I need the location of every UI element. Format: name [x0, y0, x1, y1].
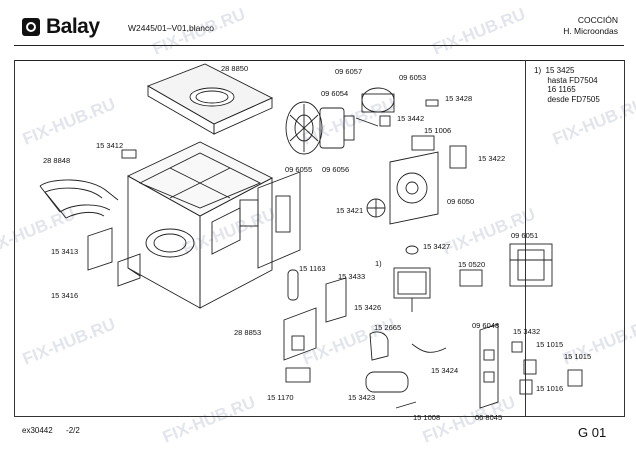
label-153432: 15 3432 [513, 327, 540, 336]
label-288848: 28 8848 [43, 156, 70, 165]
category-line-1: COCCIÓN [577, 15, 618, 25]
label-153416: 15 3416 [51, 291, 78, 300]
label-153428: 15 3428 [445, 94, 472, 103]
bracket-153412 [121, 149, 137, 159]
label-153421: 15 3421 [336, 206, 363, 215]
label-096050: 09 6050 [447, 197, 474, 206]
label-096056: 09 6056 [322, 165, 349, 174]
label-153412: 15 3412 [96, 141, 123, 150]
magnetron [393, 267, 431, 312]
label-151008: 15 1008 [413, 413, 440, 422]
part-153422 [449, 145, 467, 169]
part-152665 [369, 331, 389, 361]
diagram-frame [14, 60, 526, 417]
bracket-288853 [283, 307, 317, 361]
diode-153424 [411, 343, 447, 353]
part-151163 [287, 269, 299, 301]
label-153422: 15 3422 [478, 154, 505, 163]
notes-panel: 1) 15 3425 hasta FD7504 16 1165 desde FD… [525, 60, 625, 417]
part-151008 [395, 401, 417, 409]
category-line-2: H. Microondas [563, 26, 618, 36]
label-152665: 15 2665 [374, 323, 401, 332]
group-code: G 01 [578, 425, 607, 440]
oven-cavity [127, 141, 273, 309]
header-divider-bottom [14, 60, 624, 61]
label-151170: 15 1170 [267, 393, 294, 402]
label-151006: 15 1006 [424, 126, 451, 135]
label-151015-b: 15 1015 [564, 352, 591, 361]
door-interlock-096048 [479, 323, 499, 409]
brand-logo: Balay [22, 15, 100, 38]
fan-assembly [285, 101, 355, 155]
capacitor-153423 [365, 371, 409, 393]
part-150520 [459, 269, 483, 287]
label-096051: 09 6051 [511, 231, 538, 240]
motor-096053 [355, 87, 395, 127]
fan-housing-096050 [389, 151, 439, 225]
grill-heating-element [39, 179, 119, 219]
label-150520: 15 0520 [458, 260, 485, 269]
label-288850: 28 8850 [221, 64, 248, 73]
part-151170 [285, 367, 311, 383]
label-096048: 09 6048 [472, 321, 499, 330]
notes-text: 1) 15 3425 hasta FD7504 16 1165 desde FD… [534, 66, 600, 104]
brand-name: Balay [46, 15, 100, 38]
label-096055: 09 6055 [285, 165, 312, 174]
label-153433: 15 3433 [338, 272, 365, 281]
label-151015-a: 15 1015 [536, 340, 563, 349]
switch-153432 [511, 341, 523, 353]
switch-151015-a [523, 359, 537, 375]
fuse-153428 [425, 99, 439, 107]
label-153442: 15 3442 [397, 114, 424, 123]
fan-blade-153421 [366, 198, 386, 218]
label-153423: 15 3423 [348, 393, 375, 402]
part-153433 [325, 277, 347, 323]
side-plate [257, 171, 301, 269]
switch-151006 [411, 135, 435, 151]
panel-153413 [87, 227, 113, 271]
footer-page: -2/2 [66, 426, 80, 435]
model-number: W2445/01–V01,blanco [128, 23, 215, 33]
footer-info: ex30442 -2/2 [22, 426, 80, 435]
label-096053: 09 6053 [399, 73, 426, 82]
switch-151016 [519, 379, 533, 395]
footer-code: ex30442 [22, 426, 53, 435]
label-151016: 15 1016 [536, 384, 563, 393]
label-153426: 15 3426 [354, 303, 381, 312]
label-096057: 09 6057 [335, 67, 362, 76]
label-096054: 09 6054 [321, 89, 348, 98]
brand-logo-icon [22, 18, 40, 36]
header-divider-top [14, 45, 624, 46]
label-153427: 15 3427 [423, 242, 450, 251]
label-153424: 15 3424 [431, 366, 458, 375]
label-153413: 15 3413 [51, 247, 78, 256]
switch-153442 [379, 115, 391, 127]
bracket-153416 [117, 253, 141, 287]
label-288853: 28 8853 [234, 328, 261, 337]
label-magnetron-ref: 1) [375, 259, 382, 268]
transformer-096051 [509, 243, 553, 287]
top-cover-plate [146, 63, 274, 135]
thermostat-153427 [405, 245, 419, 255]
label-151163: 15 1163 [299, 264, 326, 273]
switch-151015-b [567, 369, 583, 387]
label-068045: 06 8045 [475, 413, 502, 422]
category-label: COCCIÓN H. Microondas [563, 15, 618, 37]
